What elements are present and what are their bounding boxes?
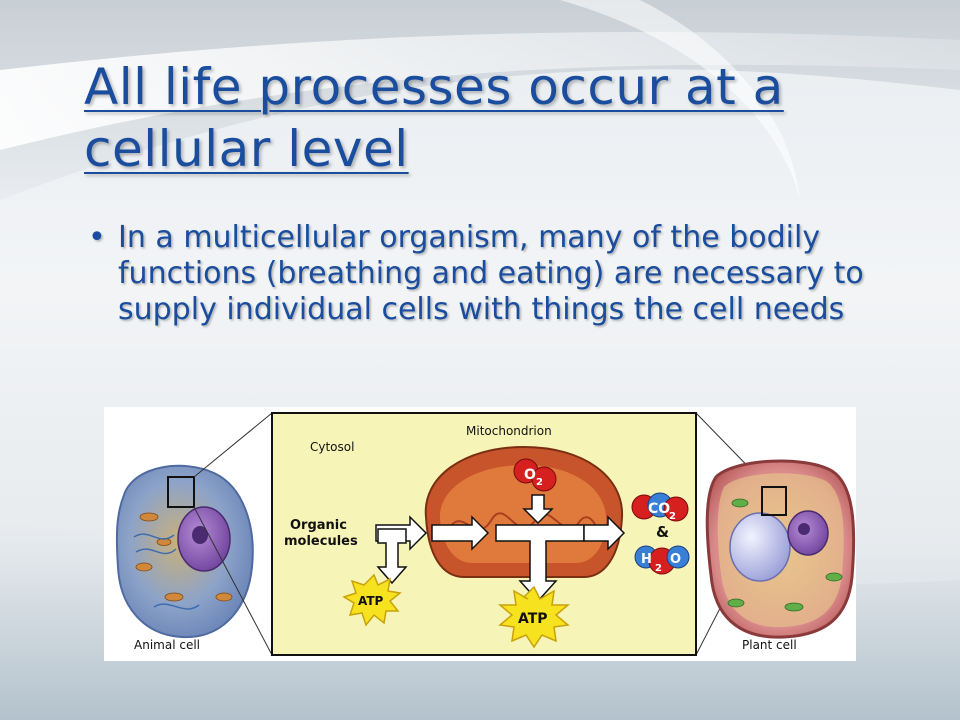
bullet-list: • In a multicellular organism, many of t…	[88, 220, 868, 328]
o2-subscript: 2	[536, 477, 543, 488]
h2o-o-label: O	[670, 552, 681, 567]
h2o-molecule: H 2 O	[634, 545, 690, 575]
plant-cell-label: Plant cell	[742, 638, 797, 652]
o2-molecule: O 2	[513, 458, 557, 492]
h2o-subscript: 2	[655, 563, 662, 574]
cytosol-panel: Cytosol Mitochondrion O 2	[271, 412, 697, 656]
bullet-item: • In a multicellular organism, many of t…	[88, 220, 868, 328]
atp-right: ATP	[497, 585, 571, 649]
t-arrow-left	[376, 528, 408, 585]
mitochondrion-label: Mitochondrion	[466, 424, 552, 438]
h2o-h-label: H	[641, 552, 652, 567]
cellular-respiration-figure: Animal cell Cytosol Mitochondrion O 2	[104, 407, 856, 661]
animal-cell-label: Animal cell	[134, 638, 200, 652]
animal-cell-zoom-box	[167, 476, 195, 508]
atp-right-label: ATP	[518, 611, 548, 627]
slide-title: All life processes occur at a cellular l…	[84, 58, 784, 178]
arrow-inside-mito	[431, 515, 490, 551]
animal-cell: Animal cell	[115, 464, 254, 652]
ampersand-label: &	[656, 523, 669, 541]
co2-label: CO	[648, 501, 670, 517]
arrow-to-products	[583, 515, 626, 551]
atp-left-label: ATP	[358, 594, 384, 608]
plant-cell: Plant cell	[705, 459, 856, 652]
bullet-dot-icon: •	[88, 220, 106, 255]
atp-left: ATP	[342, 573, 402, 627]
o2-down-arrow	[522, 494, 554, 525]
o2-label: O	[524, 467, 536, 483]
zoom-line	[193, 506, 273, 656]
co2-molecule: CO 2	[631, 492, 689, 522]
zoom-line	[193, 412, 273, 478]
cytosol-label: Cytosol	[310, 440, 354, 454]
bullet-text: In a multicellular organism, many of the…	[118, 220, 864, 327]
figure-svg: Animal cell Cytosol Mitochondrion O 2	[115, 412, 856, 656]
co2-subscript: 2	[669, 511, 676, 522]
organic-label-line2: molecules	[284, 534, 358, 549]
plant-cell-zoom-box	[761, 486, 787, 516]
organic-label-line1: Organic	[290, 518, 347, 533]
